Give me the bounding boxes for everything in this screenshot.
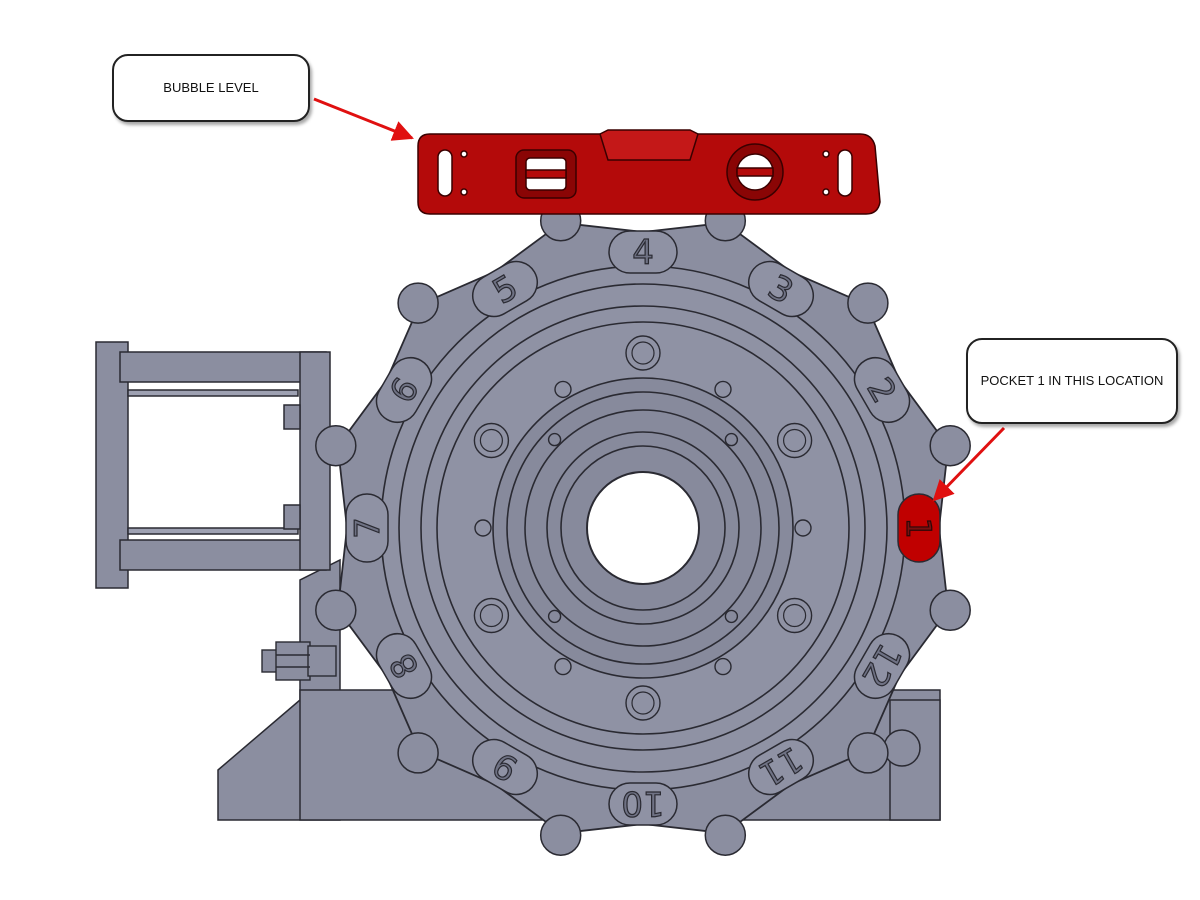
pocket-label-4: 4	[608, 230, 678, 274]
turret-lug	[397, 282, 439, 324]
pocket-slot	[375, 632, 433, 700]
bolt-hole-inner	[782, 428, 807, 453]
bolt-hole-inner	[479, 428, 503, 453]
turret-lug	[315, 589, 357, 632]
bolt-hole	[714, 380, 732, 399]
bolt-hole	[473, 597, 510, 634]
bolt-hole	[724, 609, 739, 624]
bubble-level-callout: BUBBLE LEVEL	[112, 54, 310, 122]
turret-lug	[704, 814, 747, 856]
pocket-slot	[747, 738, 815, 796]
pocket-label-2: 2	[853, 356, 911, 424]
bolt-hole	[794, 519, 812, 537]
bolt-hole	[625, 685, 661, 721]
bubble-level	[417, 129, 881, 215]
turret-lug	[539, 814, 582, 856]
pocket-label-8: 8	[375, 632, 433, 700]
pocket-label-5: 5	[471, 260, 539, 318]
turret-lug	[315, 424, 357, 467]
pocket-number: 10	[621, 783, 664, 823]
turret-lug	[847, 282, 889, 324]
pocket-label-3: 3	[747, 260, 815, 318]
bolt-holes	[473, 335, 813, 721]
bolt-hole-inner	[479, 603, 503, 628]
pocket-slot	[608, 230, 678, 274]
pocket-label-9: 9	[471, 738, 539, 796]
side-roller	[883, 729, 921, 767]
pocket-slot	[375, 356, 433, 424]
pocket-slot	[345, 493, 389, 563]
bolt-hole-inner	[631, 341, 655, 365]
turret-lugs	[315, 200, 971, 856]
pocket-slot	[608, 782, 678, 826]
pocket-number: 4	[632, 233, 654, 273]
pocket-slot	[471, 260, 539, 318]
pocket-slot	[897, 493, 941, 563]
bolt-hole	[724, 432, 739, 447]
bolt-nut	[261, 641, 337, 681]
turret-lug	[397, 732, 439, 774]
pocket-1-arrow	[932, 426, 1006, 502]
bolt-hole	[554, 657, 572, 676]
bolt-hole	[776, 597, 813, 634]
side-bracket	[95, 341, 331, 589]
bolt-hole	[625, 335, 661, 371]
pocket-slot	[747, 260, 815, 318]
pocket-slot	[853, 356, 911, 424]
bubble-level-arrow	[313, 97, 414, 141]
pocket-1-callout: POCKET 1 IN THIS LOCATION	[966, 338, 1178, 424]
bolt-hole	[714, 657, 732, 676]
pocket-number: 1	[898, 517, 938, 539]
pocket-label-7: 7	[345, 493, 389, 563]
bolt-hole	[554, 380, 572, 399]
pocket-number: 7	[348, 517, 388, 539]
center-bore	[586, 471, 700, 585]
bolt-hole	[474, 519, 492, 537]
pocket-slot	[471, 738, 539, 796]
pocket-label-1: 1	[897, 493, 941, 563]
pocket-slot	[853, 632, 911, 700]
turret-lug	[847, 732, 889, 774]
bolt-hole	[547, 609, 562, 624]
bolt-hole	[473, 422, 510, 459]
bolt-hole-inner	[631, 691, 655, 715]
bolt-hole	[776, 422, 813, 459]
pocket-label-10: 10	[608, 782, 678, 826]
bolt-hole-inner	[782, 603, 807, 628]
turret-lug	[929, 424, 971, 467]
bolt-hole	[547, 432, 562, 447]
turret-lug	[929, 589, 971, 632]
pocket-label-6: 6	[375, 356, 433, 424]
